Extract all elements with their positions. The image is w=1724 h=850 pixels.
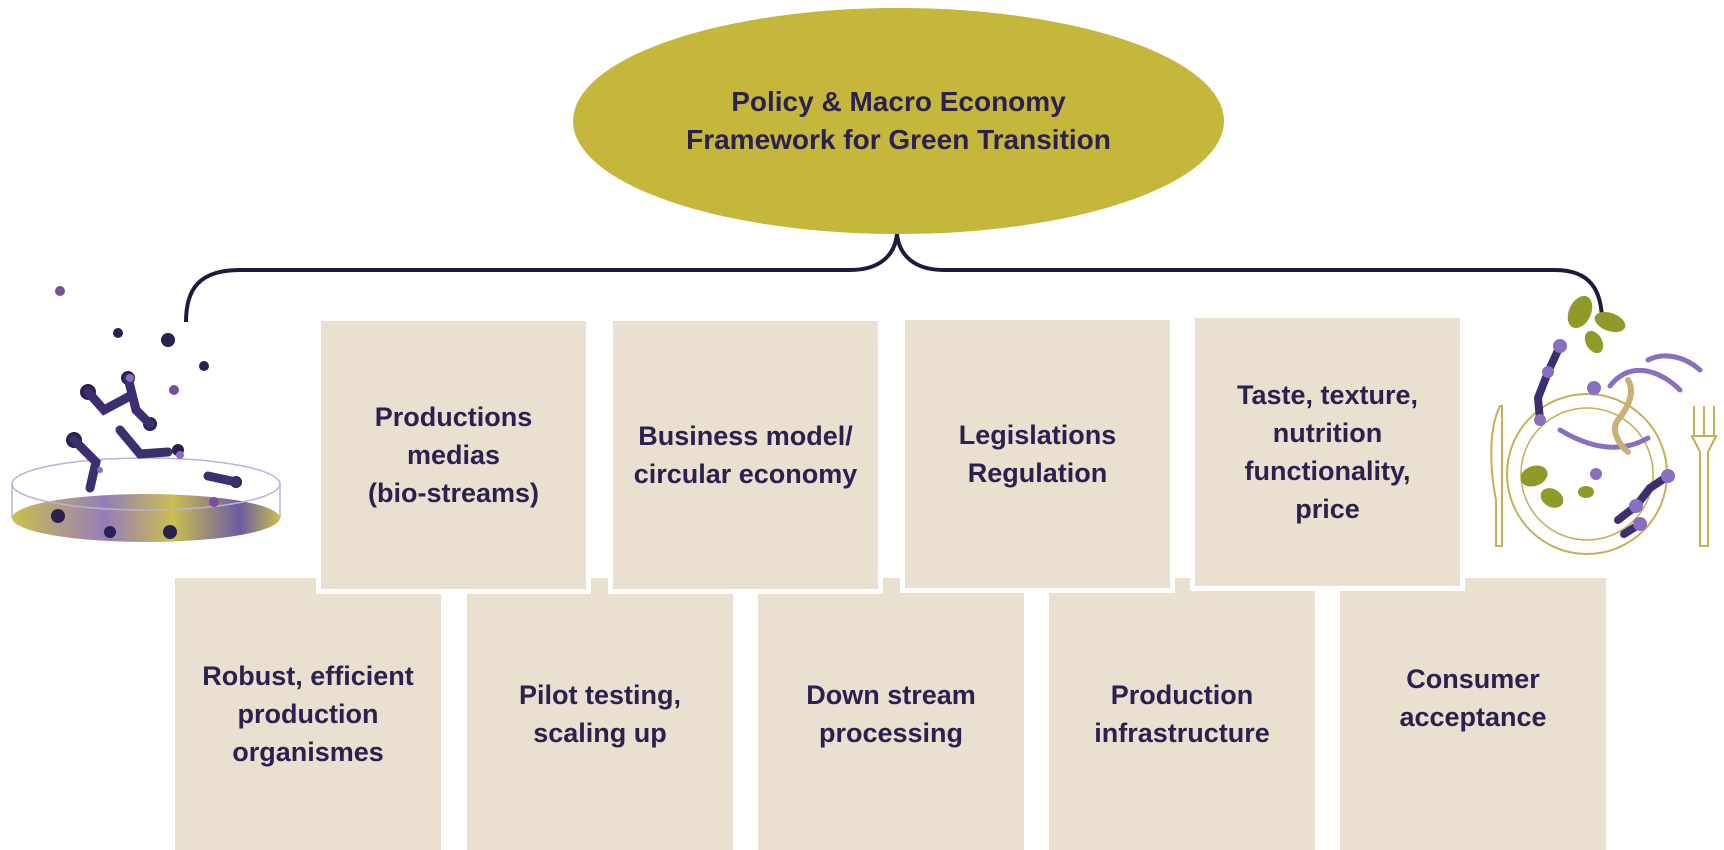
box-production-infrastructure: Production infrastructure — [1049, 578, 1315, 850]
box-legislation: Legislations Regulation — [900, 315, 1175, 593]
box-label: Legislations Regulation — [958, 420, 1117, 488]
box-label: Productions medias (bio-streams) — [367, 402, 540, 508]
box-label: Robust, efficient production organismes — [202, 661, 414, 767]
box-label: Consumer acceptance — [1399, 664, 1547, 732]
policy-framework-ellipse: Policy & Macro Economy Framework for Gre… — [573, 8, 1224, 234]
box-consumer-acceptance: Consumer acceptance — [1340, 578, 1606, 850]
box-pilot-testing: Pilot testing, scaling up — [467, 578, 733, 850]
box-business-model: Business model/ circular economy — [608, 316, 883, 594]
box-downstream-processing: Down stream processing — [758, 578, 1024, 850]
box-label: Production infrastructure — [1094, 680, 1270, 748]
box-production-organisms: Robust, efficient production organismes — [175, 578, 441, 850]
ellipse-title-line2: Framework for Green Transition — [686, 124, 1111, 155]
box-label: Business model/ circular economy — [633, 421, 858, 489]
box-label: Pilot testing, scaling up — [519, 680, 681, 748]
box-taste-texture: Taste, texture, nutrition functionality,… — [1190, 313, 1465, 591]
box-label: Down stream processing — [806, 680, 976, 748]
ellipse-title-line1: Policy & Macro Economy — [731, 86, 1066, 117]
box-production-medias: Productions medias (bio-streams) — [316, 316, 591, 594]
box-label: Taste, texture, nutrition functionality,… — [1236, 380, 1419, 524]
